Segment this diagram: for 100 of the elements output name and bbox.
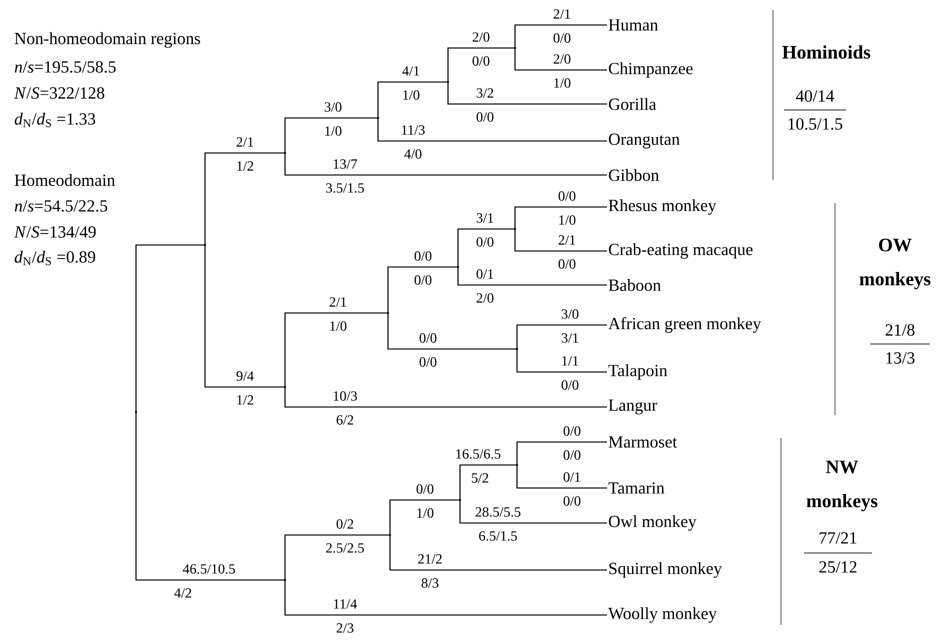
ratio-label: 10.5/1.5 (788, 118, 842, 130)
statistics-text: Non-homeodomain regions (14, 32, 200, 48)
branch-label: 0/1 (476, 269, 494, 279)
ratio-label: 77/21 (820, 532, 856, 544)
tree-branch (135, 244, 205, 412)
branch-label: 3/2 (476, 88, 494, 98)
branch-label: 2/1 (558, 235, 576, 245)
taxon-label: Gibbon (608, 169, 659, 181)
taxon-label: Tamarin (608, 482, 664, 494)
taxon-label: Chimpanzee (608, 62, 693, 78)
branch-label: 2/0 (476, 293, 494, 303)
branch-label: 2/0 (472, 32, 490, 42)
branch-point (516, 464, 518, 466)
branch-point (284, 152, 286, 154)
branch-label: 3/1 (476, 213, 494, 223)
tree-branch (387, 313, 517, 350)
branch-label: 2/0 (554, 54, 570, 64)
branch-point (284, 578, 286, 582)
tree-branch (389, 535, 607, 571)
tree-branch (459, 464, 517, 500)
taxon-label: Woolly monkey (608, 607, 717, 623)
branch-label: 0/0 (562, 380, 578, 390)
branch-label: 1/0 (325, 126, 342, 136)
tree-branch (284, 534, 390, 580)
statistics-text: N/S=134/49 (14, 226, 96, 238)
statistics-text: Homeodomain (14, 174, 115, 186)
branch-label: 6/2 (336, 415, 354, 425)
branch-label: 1/0 (554, 78, 570, 88)
taxon-label: Baboon (608, 279, 661, 291)
tree-branch (514, 48, 607, 71)
branch-label: 11/4 (334, 599, 357, 609)
taxon-label: Owl monkey (608, 515, 696, 531)
tree-branch (514, 24, 607, 48)
tree-branch (514, 206, 607, 229)
tree-branch (516, 465, 607, 489)
branch-label: 6.5/1.5 (479, 531, 517, 541)
tree-branch (204, 245, 285, 388)
taxon-label: Langur (608, 400, 658, 414)
branch-point (376, 116, 380, 120)
branch-label: 3.5/1.5 (326, 183, 364, 193)
branch-label: 28.5/5.5 (476, 507, 520, 517)
branch-label: 0/0 (554, 33, 570, 43)
tree-branch (135, 412, 285, 581)
clade-name: OW monkeys (860, 238, 930, 290)
branch-point (458, 498, 462, 502)
branch-label: 1/0 (330, 321, 346, 331)
branch-label: 0/0 (558, 191, 576, 201)
branch-label: 9/4 (236, 371, 254, 381)
tree-branch (457, 267, 607, 286)
branch-label: 0/0 (472, 56, 490, 66)
branch-point (516, 348, 518, 350)
branch-label: 1/0 (559, 215, 576, 225)
branch-label: 0/0 (420, 333, 436, 343)
branch-label: 11/3 (402, 125, 425, 135)
taxon-label: Talapoin (608, 364, 668, 380)
taxon-label: Crab-eating macaque (608, 243, 753, 259)
tree-branch (459, 500, 607, 524)
ratio-label: 40/14 (796, 90, 834, 102)
taxon-label: Gorilla (608, 98, 656, 110)
branch-label: 1/1 (562, 356, 578, 366)
branch-label: 0/0 (558, 259, 576, 269)
tree-branch (377, 81, 448, 118)
branch-label: 2.5/2.5 (326, 543, 364, 553)
branch-point (456, 266, 460, 268)
statistics-text: n/s=195.5/58.5 (14, 61, 116, 73)
branch-label: 16.5/6.5 (456, 449, 500, 459)
branch-label: 0/0 (414, 251, 432, 261)
tree-branch (514, 229, 607, 252)
statistics-text: N/S=322/128 (14, 87, 104, 99)
tree-branch (516, 441, 607, 465)
clade-name: NW monkeys (806, 460, 878, 512)
taxon-label: Orangutan (608, 134, 680, 148)
branch-label: 3/0 (562, 309, 578, 319)
branch-label: 0/0 (476, 237, 494, 247)
branch-label: 0/0 (420, 357, 436, 367)
tree-branch (447, 82, 607, 105)
branch-label: 0/0 (416, 484, 434, 494)
branch-label: 10/3 (334, 391, 357, 401)
branch-label: 0/0 (564, 450, 580, 460)
branch-label: 0/0 (564, 496, 580, 506)
tree-branch (389, 499, 460, 535)
branch-point (388, 534, 392, 536)
branch-label: 4/2 (174, 588, 192, 598)
taxon-label: Human (608, 19, 658, 31)
tree-branch (284, 312, 388, 387)
branch-label: 0/0 (476, 112, 494, 122)
tree-branch (457, 228, 515, 267)
tree-branch (377, 118, 607, 142)
branch-point (514, 228, 516, 230)
branch-point (386, 312, 390, 314)
branch-label: 0/2 (336, 519, 354, 529)
branch-label: 8/3 (422, 578, 438, 588)
branch-label: 1/2 (237, 161, 254, 171)
clade-name: Hominoids (782, 45, 870, 59)
branch-label: 1/0 (417, 508, 434, 518)
branch-label: 2/1 (330, 297, 346, 307)
statistics-text: n/s=54.5/22.5 (14, 200, 108, 212)
branch-label: 0/0 (414, 275, 432, 285)
tree-branch (387, 266, 458, 313)
branch-label: 46.5/10.5 (182, 564, 235, 574)
